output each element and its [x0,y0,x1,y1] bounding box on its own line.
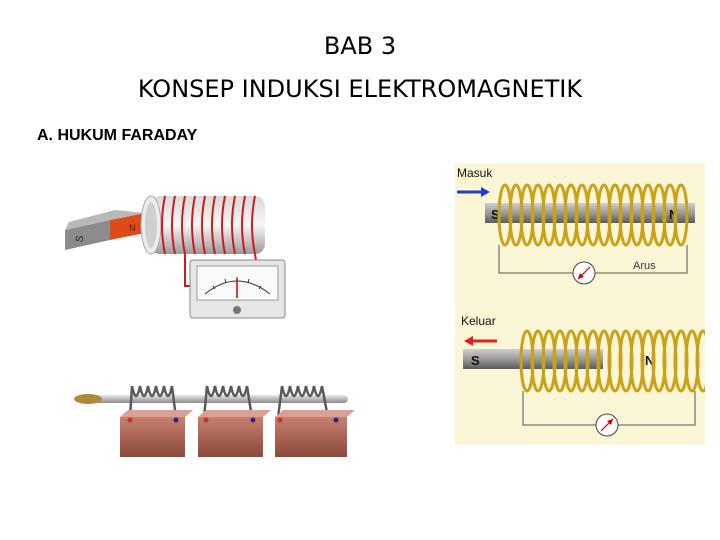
label-keluar: Keluar [461,314,496,328]
magnet-pole-n-label: N [129,223,136,233]
pole-n-bottom: N [645,353,654,368]
slide-title-line-1: BAB 3 [323,32,397,60]
magnet-coil-galvanometer-figure: S N [65,195,286,319]
galvanometer [189,259,286,319]
pole-s-bottom: S [471,353,480,368]
label-arus: Arus [633,260,656,272]
ammeter-top-icon [572,261,596,285]
arrow-out-icon [464,336,497,346]
coil-bottom [519,329,705,393]
label-masuk: Masuk [457,166,493,180]
coil-loop [673,183,689,247]
bar-magnet: S N [65,210,145,250]
coil-loop [695,329,705,393]
coil-top [497,183,689,247]
ammeter-bottom-icon [595,413,619,437]
pole-s-top: S [491,207,500,222]
magnet-pole-s-label: S [74,234,86,243]
slide-title-line-2: KONSEP INDUKSI ELEKTROMAGNETIK [137,75,583,103]
three-coil-rod-figure [74,385,355,457]
magnet-in-out-figure: Masuk S N Arus Keluar S N [455,163,705,445]
arrow-in-icon [457,187,490,197]
meter-boxes [120,410,355,457]
section-heading: A. HUKUM FARADAY [37,127,198,144]
